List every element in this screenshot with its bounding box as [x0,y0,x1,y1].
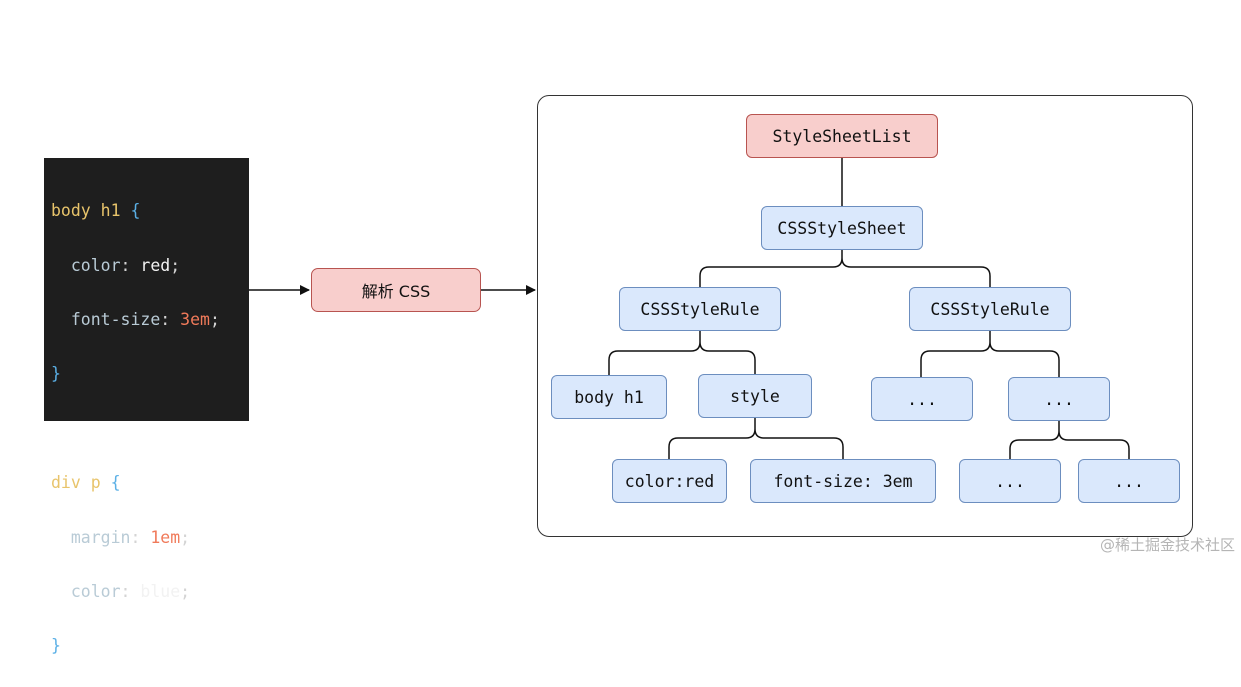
property-name: margin [70,527,131,547]
edge-ellipsis-children [1009,421,1130,459]
font-size-node: font-size: 3em [750,459,936,503]
selector-text-node: body h1 [551,375,667,419]
property-name: color [70,255,121,275]
ellipsis-node-3: ... [959,459,1061,503]
edge-right-rule-children [920,330,1060,377]
watermark: @稀土掘金技术社区 [1099,536,1235,554]
cssstylerule-left-node: CSSStyleRule [619,287,781,331]
open-brace: { [130,201,141,221]
cssstylerule-right-node: CSSStyleRule [909,287,1071,331]
property-value: blue [140,581,181,601]
stylesheetlist-node: StyleSheetList [746,114,938,158]
edge-style-decls [668,418,844,459]
selector-div-p: div p [51,473,101,493]
ellipsis-node-2: ... [1008,377,1110,421]
edge-left-rule-children [608,330,756,375]
open-brace: { [110,473,121,493]
code-line-3: font-size: 3em; [70,309,220,329]
code-line-1: body h1 { [51,197,249,224]
code-line-8: color: blue; [70,581,191,601]
code-line-6: div p { [51,469,249,496]
property-name: color [70,581,121,601]
selector-body-h1: body h1 [51,201,121,221]
property-value: red [140,255,171,275]
close-brace: } [51,636,61,656]
property-value: 1em [150,527,181,547]
parse-css-box: 解析 CSS [311,268,481,312]
code-line-2: color: red; [70,255,181,275]
ellipsis-node-4: ... [1078,459,1180,503]
code-line-4: } [51,360,249,387]
ellipsis-node-1: ... [871,377,973,421]
style-node: style [698,374,812,418]
property-name: font-size [70,309,161,329]
property-value: 3em [180,309,210,329]
close-brace: } [51,364,61,384]
edge-sheet-rules [699,249,991,287]
color-red-node: color:red [612,459,727,503]
cssstylesheet-node: CSSStyleSheet [761,206,923,250]
connector-lines [249,158,1130,459]
code-line-7: margin: 1em; [70,527,191,547]
code-line-9: } [51,632,249,659]
